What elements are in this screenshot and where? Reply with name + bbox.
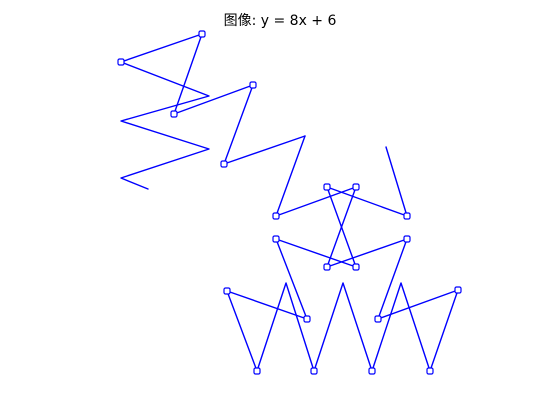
vertex-marker-0 — [198, 30, 206, 38]
vertex-marker-14 — [253, 367, 261, 375]
vertex-marker-2 — [170, 110, 178, 118]
vertex-marker-9 — [374, 315, 382, 323]
line-segment-11 — [226, 282, 459, 372]
vertex-marker-10 — [454, 286, 462, 294]
line-segment-0 — [120, 33, 210, 190]
vertex-marker-20 — [403, 212, 411, 220]
line-segment-17 — [385, 146, 408, 217]
vertex-marker-1 — [117, 58, 125, 66]
vertex-marker-3 — [249, 81, 257, 89]
lines-layer — [120, 33, 459, 372]
line-segment-1 — [173, 33, 203, 115]
line-segment-3 — [223, 84, 254, 165]
vertex-marker-13 — [310, 367, 318, 375]
line-segment-13 — [275, 238, 308, 320]
figure-title: 图像: y = 8x + 6 — [223, 13, 337, 29]
line-segment-4 — [223, 135, 306, 165]
line-segment-14 — [275, 238, 357, 268]
vertex-marker-4 — [220, 160, 228, 168]
vertex-marker-5 — [272, 212, 280, 220]
line-segment-5 — [275, 135, 306, 217]
vertex-marker-6 — [352, 183, 360, 191]
line-segment-16 — [326, 186, 408, 217]
vertex-marker-12 — [368, 367, 376, 375]
vertex-marker-8 — [403, 235, 411, 243]
line-segment-12 — [226, 290, 308, 320]
vertex-marker-11 — [426, 367, 434, 375]
line-segment-15 — [326, 186, 357, 268]
vertex-marker-17 — [272, 235, 280, 243]
vertex-marker-15 — [223, 287, 231, 295]
line-segment-6 — [275, 186, 357, 217]
vertex-marker-7 — [323, 263, 331, 271]
line-segment-9 — [377, 238, 408, 320]
line-segment-8 — [326, 238, 408, 268]
vertex-marker-19 — [323, 183, 331, 191]
vertex-marker-18 — [352, 263, 360, 271]
markers-layer — [117, 30, 462, 375]
vertex-marker-16 — [303, 315, 311, 323]
line-segment-2 — [173, 84, 254, 115]
